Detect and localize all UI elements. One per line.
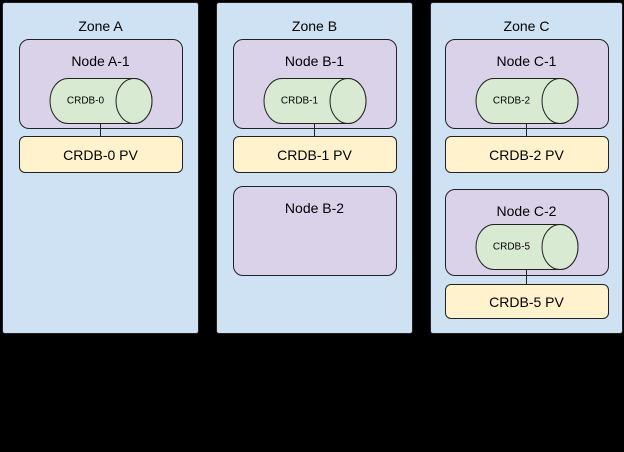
crdb-1-pod: CRDB-1 (263, 78, 367, 124)
pv-connector (313, 123, 316, 136)
crdb-0-pod-label: CRDB-0 (66, 95, 105, 107)
pv-crdb-2-label: CRDB-2 PV (489, 146, 564, 163)
crdb-1-pod-label: CRDB-1 (280, 95, 319, 107)
crdb-5-pod: CRDB-5 (475, 224, 579, 270)
node-a-1: Node A-1 CRDB-0 (18, 39, 183, 129)
pv-crdb-5: CRDB-5 PV (444, 284, 609, 319)
zone-b: Zone B Node B-1 CRDB-1 CRDB-1 PV Node B-… (216, 2, 413, 334)
node-c-1: Node C-1 CRDB-2 (444, 39, 609, 129)
crdb-2-pod: CRDB-2 (475, 78, 579, 124)
crdb-0-pod: CRDB-0 (49, 78, 153, 124)
zone-a: Zone A Node A-1 CRDB-0 CRDB-0 PV (2, 2, 199, 334)
pv-crdb-1: CRDB-1 PV (232, 136, 397, 173)
zone-c-label: Zone C (503, 18, 550, 34)
database-cylinder-icon (49, 78, 152, 124)
crdb-2-pod-label: CRDB-2 (492, 95, 531, 107)
crdb-5-pod-label: CRDB-5 (492, 241, 531, 253)
node-c-2: Node C-2 CRDB-5 (444, 189, 609, 276)
node-a-1-label: Node A-1 (71, 53, 130, 69)
pv-connector (525, 269, 528, 284)
zone-a-label: Zone A (78, 18, 123, 34)
pv-crdb-5-label: CRDB-5 PV (489, 293, 564, 310)
node-c-1-label: Node C-1 (496, 53, 557, 69)
node-b-2: Node B-2 (232, 186, 397, 276)
pv-connector (99, 123, 102, 136)
database-cylinder-icon (475, 78, 578, 124)
pv-crdb-1-label: CRDB-1 PV (277, 146, 352, 163)
database-cylinder-icon (475, 224, 578, 270)
database-cylinder-icon (263, 78, 366, 124)
node-b-1: Node B-1 CRDB-1 (232, 39, 397, 129)
node-b-1-label: Node B-1 (284, 53, 345, 69)
pv-crdb-0: CRDB-0 PV (18, 136, 183, 173)
node-b-2-label: Node B-2 (284, 200, 345, 216)
zone-c: Zone C Node C-1 CRDB-2 CRDB-2 PV Node C-… (430, 2, 623, 334)
pv-crdb-2: CRDB-2 PV (444, 136, 609, 173)
node-c-2-label: Node C-2 (496, 203, 557, 219)
pv-crdb-0-label: CRDB-0 PV (63, 146, 138, 163)
pv-connector (525, 123, 528, 136)
zone-b-label: Zone B (291, 18, 338, 34)
